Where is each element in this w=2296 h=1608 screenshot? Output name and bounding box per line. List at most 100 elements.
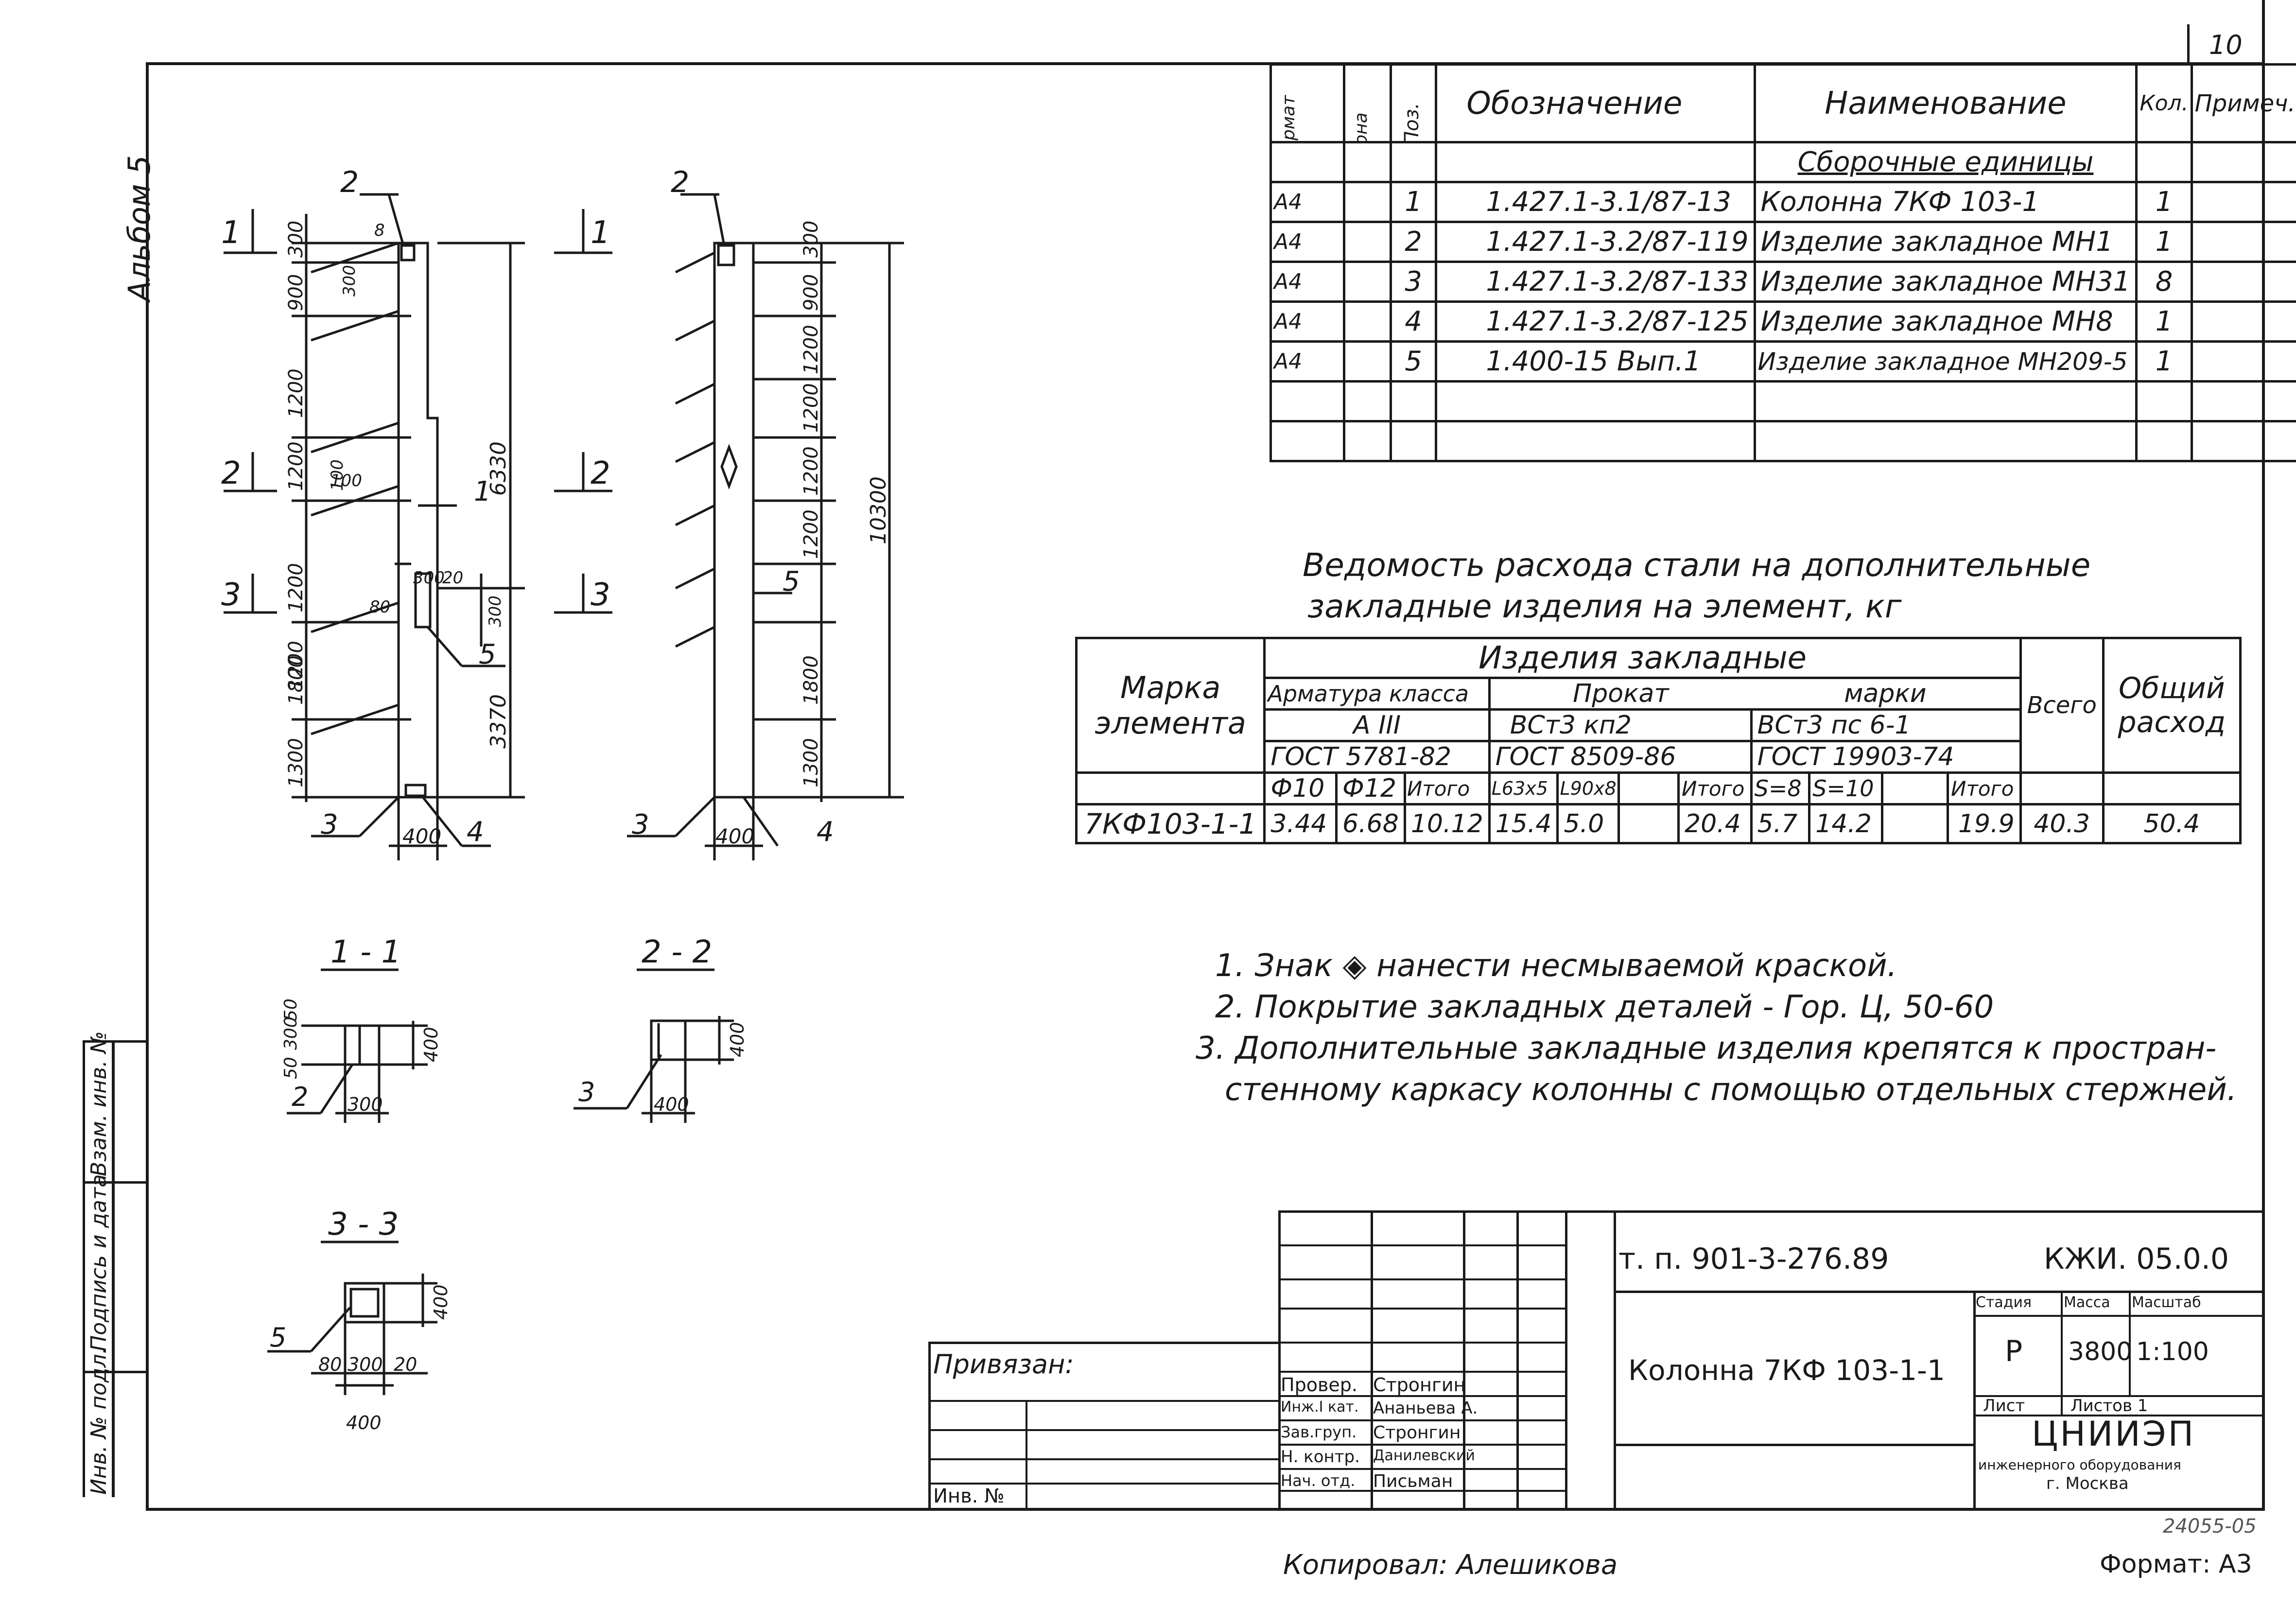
- svg-text:80: 80: [318, 1354, 342, 1375]
- svg-text:1200: 1200: [285, 368, 307, 418]
- small-dim-20: 20: [442, 568, 463, 588]
- steel-total-header: Всего: [2019, 637, 2105, 774]
- spec-header-zone: Зона: [1343, 63, 1392, 143]
- small-dim-80: 80: [369, 597, 390, 617]
- steel-table-title-1: Ведомость расхода стали на дополнительны…: [1303, 546, 2091, 584]
- page-number-box-bottom: [2187, 62, 2265, 65]
- frame-top: [146, 62, 2265, 65]
- frame-bottom: [146, 1508, 2265, 1511]
- spec-row: А4 4 1.427.1-3.2/87-125 Изделие закладно…: [1269, 300, 2296, 343]
- svg-text:1200: 1200: [800, 383, 822, 433]
- svg-text:300: 300: [281, 1016, 301, 1050]
- svg-text:1200: 1200: [285, 563, 307, 612]
- small-dim-300b: 300: [413, 568, 445, 588]
- dim-400-side: 400: [715, 824, 754, 848]
- dim-6330-label: 6330: [486, 441, 511, 496]
- format-label: Формат: А3: [2100, 1550, 2252, 1579]
- column-front-view: [292, 193, 525, 860]
- svg-text:900: 900: [800, 274, 822, 311]
- svg-text:50: 50: [281, 998, 301, 1021]
- spec-section-title: Сборочные единицы: [1753, 141, 2138, 183]
- svg-text:1200: 1200: [800, 446, 822, 496]
- left-strip-left: [83, 1040, 85, 1497]
- scale-value: 1:100: [2136, 1337, 2209, 1366]
- bound-label: Привязан:: [933, 1349, 1074, 1380]
- frame-right: [2262, 0, 2265, 1511]
- dim-10300-label: 10300: [866, 476, 891, 544]
- spec-header-pos: Поз.: [1389, 63, 1438, 143]
- spec-row: А4 5 1.400-15 Вып.1 Изделие закладное МН…: [1269, 340, 2296, 383]
- title-block: Привязан: Инв. № Провер. Стронгин Инж.I …: [928, 1210, 2262, 1508]
- section-markers-left: [224, 209, 612, 614]
- callout-1-right: 1: [591, 215, 610, 251]
- svg-text:50: 50: [281, 1057, 301, 1079]
- label-pos-2-side: 2: [671, 165, 689, 199]
- left-strip-right: [112, 1040, 115, 1497]
- dim-400-front: 400: [402, 824, 441, 848]
- dim-3370-label: 3370: [486, 694, 511, 749]
- svg-text:300: 300: [348, 1094, 383, 1115]
- svg-text:400: 400: [346, 1412, 382, 1433]
- spec-header-qty: Кол.: [2135, 63, 2193, 143]
- label-pos-4-side: 4: [817, 816, 834, 848]
- small-dim-100a: 100: [328, 459, 347, 491]
- sec-2-pos-3: 3: [578, 1077, 595, 1107]
- steel-overall-header: Общий расход: [2102, 637, 2242, 774]
- label-pos-3-side: 3: [632, 809, 649, 840]
- svg-text:400: 400: [654, 1094, 689, 1115]
- left-strip-top: [83, 1040, 149, 1043]
- callout-2-right: 2: [591, 455, 610, 491]
- small-dim-300: 300: [340, 265, 359, 297]
- page-number: 10: [2209, 30, 2243, 60]
- left-strip-sep1: [83, 1181, 149, 1184]
- steel-consumption-table: Марка элемента Изделия закладные Всего О…: [1075, 637, 2242, 844]
- svg-text:1200: 1200: [285, 441, 307, 491]
- section-title-2-2: 2 - 2: [642, 934, 712, 970]
- section-1-1: [287, 968, 428, 1123]
- svg-text:1200: 1200: [285, 641, 307, 690]
- left-strip-sep2: [83, 1371, 149, 1373]
- svg-text:1300: 1300: [800, 738, 822, 787]
- steel-items-header: Изделия закладные: [1263, 637, 2022, 679]
- org-name: ЦНИИЭП: [2032, 1414, 2196, 1454]
- spec-header-format: Формат: [1269, 63, 1346, 143]
- spec-row: А4 1 1.427.1-3.1/87-13 Колонна 7КФ 103-1…: [1269, 181, 2296, 223]
- section-title-3-3: 3 - 3: [328, 1206, 399, 1242]
- inv-label: Инв. №: [933, 1485, 1005, 1507]
- sec-1-pos-2: 2: [292, 1082, 308, 1112]
- svg-text:1800: 1800: [285, 655, 307, 705]
- spec-row: А4 3 1.427.1-3.2/87-133 Изделие закладно…: [1269, 261, 2296, 303]
- label-pos-3-front: 3: [321, 809, 338, 840]
- mass-value: 3800: [2068, 1337, 2133, 1366]
- drawing-title: Колонна 7КФ 103-1-1: [1628, 1354, 1945, 1387]
- spec-header-note: Примеч.: [2190, 63, 2296, 143]
- small-dim-100b: 100: [330, 471, 362, 490]
- section-2-2: [574, 968, 734, 1123]
- svg-text:1200: 1200: [800, 325, 822, 374]
- small-dim-300c: 300: [486, 595, 505, 627]
- stamp-number: 24055-05: [2163, 1515, 2257, 1538]
- project-number: т. п. 901-3-276.89: [1618, 1242, 1889, 1276]
- steel-table-title-2: закладные изделия на элемент, кг: [1307, 588, 1902, 625]
- label-pos-4-front: 4: [467, 816, 484, 848]
- svg-text:300: 300: [800, 221, 822, 258]
- section-3-3: [267, 1241, 437, 1395]
- small-dim-8: 8: [374, 221, 385, 240]
- doc-code: КЖИ. 05.0.0: [2044, 1242, 2229, 1276]
- label-pos-1: 1: [474, 476, 491, 507]
- page-number-box-left: [2187, 24, 2190, 65]
- callout-3-right: 3: [591, 577, 610, 613]
- callout-1-left: 1: [221, 215, 241, 251]
- svg-text:900: 900: [285, 274, 307, 311]
- note-3-cont: стенному каркасу колонны с помощью отдел…: [1225, 1072, 2237, 1108]
- spec-header-name: Наименование: [1753, 63, 2138, 143]
- note-2: 2. Покрытие закладных деталей - Гор. Ц, …: [1215, 989, 1994, 1025]
- column-drawings: 2 2 1 2 3 1 2 3 1 5 5 4 4 3 3 400 400 30…: [221, 165, 904, 1433]
- callout-3-left: 3: [221, 577, 241, 613]
- svg-text:300: 300: [285, 221, 307, 258]
- column-outline-side: [713, 242, 755, 799]
- svg-text:1800: 1800: [800, 655, 822, 705]
- note-3: 3. Дополнительные закладные изделия креп…: [1196, 1031, 2217, 1066]
